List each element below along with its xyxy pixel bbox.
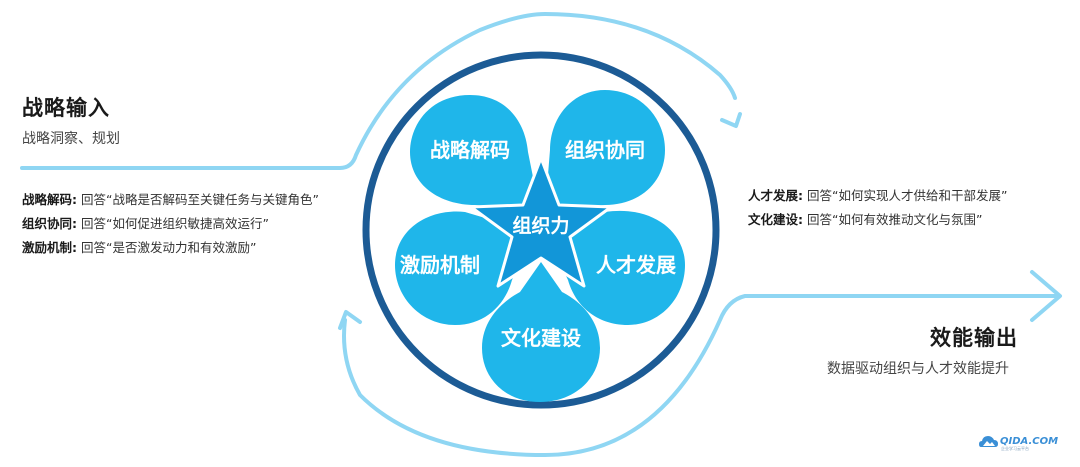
output-item-text: 回答“如何实现人才供给和干部发展” bbox=[806, 188, 1008, 203]
qida-logo: QIDA.COM 企业学习云平台 bbox=[979, 436, 1058, 451]
petal-label-talent-development: 人才发展 bbox=[596, 253, 676, 277]
petal-label-culture-building: 文化建设 bbox=[501, 326, 581, 350]
center-star bbox=[469, 156, 613, 288]
input-flow-line bbox=[20, 11, 737, 170]
input-subtitle: 战略洞察、规划 bbox=[22, 131, 120, 147]
cloud-mountain-icon bbox=[983, 441, 995, 446]
input-item-text: 回答“是否激发动力和有效激励” bbox=[80, 240, 257, 255]
input-item-label: 激励机制: bbox=[22, 240, 77, 255]
petal-talent-development bbox=[545, 210, 685, 325]
output-arrow-head bbox=[1030, 270, 1062, 322]
bottom-arrow-head bbox=[338, 310, 362, 330]
output-title: 效能输出 bbox=[930, 326, 1018, 350]
input-item: 激励机制: 回答“是否激发动力和有效激励” bbox=[22, 236, 256, 260]
input-item: 组织协同: 回答“如何促进组织敏捷高效运行” bbox=[22, 212, 269, 236]
input-item-text: 回答“战略是否解码至关键任务与关键角色” bbox=[80, 192, 319, 207]
top-arrow-head bbox=[720, 112, 742, 128]
petal-org-collaboration bbox=[545, 90, 665, 212]
petal-group bbox=[395, 90, 685, 402]
input-item-text: 回答“如何促进组织敏捷高效运行” bbox=[80, 216, 269, 231]
petal-label-strategy-decoding: 战略解码 bbox=[430, 138, 510, 162]
petal-incentive-mechanism bbox=[395, 211, 532, 325]
logo-tagline: 企业学习云平台 bbox=[1001, 445, 1029, 451]
output-flow-line bbox=[342, 294, 1057, 458]
center-label: 组织力 bbox=[512, 214, 569, 237]
output-item: 文化建设: 回答“如何有效推动文化与氛围” bbox=[748, 208, 982, 232]
petal-label-org-collaboration: 组织协同 bbox=[565, 138, 645, 162]
input-item-label: 战略解码: bbox=[22, 192, 77, 207]
petal-label-incentive-mechanism: 激励机制 bbox=[400, 253, 480, 277]
petal-culture-building bbox=[482, 262, 600, 402]
output-item-label: 文化建设: bbox=[748, 212, 803, 227]
logo-text: QIDA.COM bbox=[1000, 436, 1058, 447]
output-item-text: 回答“如何有效推动文化与氛围” bbox=[806, 212, 983, 227]
output-item: 人才发展: 回答“如何实现人才供给和干部发展” bbox=[748, 184, 1007, 208]
input-item: 战略解码: 回答“战略是否解码至关键任务与关键角色” bbox=[22, 188, 319, 212]
input-item-label: 组织协同: bbox=[22, 216, 77, 231]
input-title: 战略输入 bbox=[22, 96, 110, 120]
petal-strategy-decoding bbox=[410, 95, 540, 212]
output-subtitle: 数据驱动组织与人才效能提升 bbox=[827, 361, 1009, 377]
output-item-label: 人才发展: bbox=[748, 188, 803, 203]
